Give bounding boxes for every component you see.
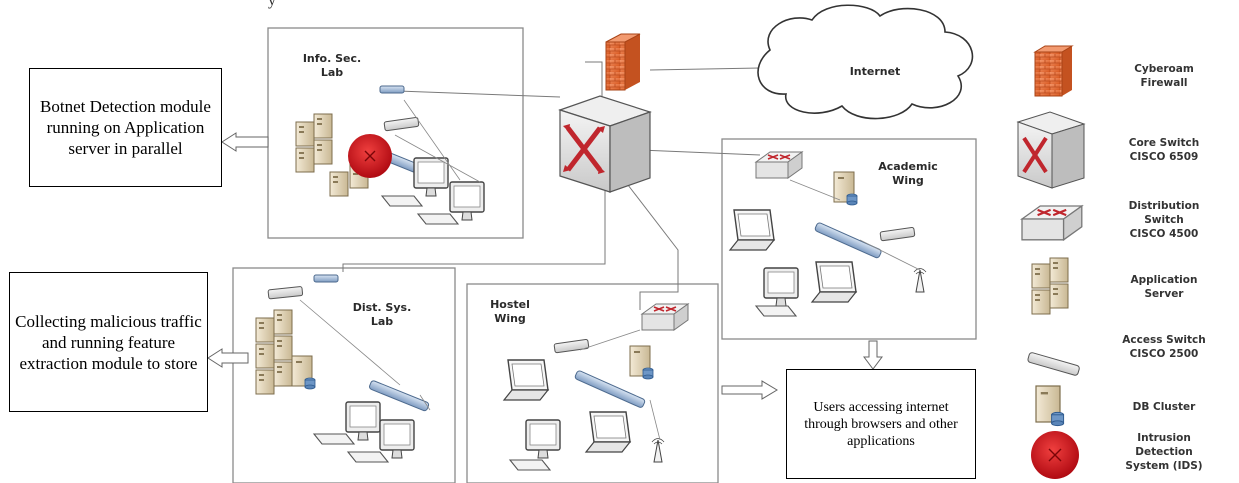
- firewall-icon: [605, 33, 641, 91]
- legend-access-switch-icon: [1027, 352, 1080, 376]
- internet-cloud: [757, 4, 974, 120]
- legend-db-cluster-icon: [1035, 385, 1065, 427]
- legend-label-access-switch: Access Switch CISCO 2500: [1122, 334, 1206, 360]
- info-sec-lab-label: Info. Sec. Lab: [302, 52, 362, 79]
- academic-wing-label: Academic Wing: [878, 160, 938, 187]
- hostel-wing-label: Hostel Wing: [490, 298, 530, 325]
- legend-label-application-server: Application Server: [1130, 274, 1198, 300]
- dist-sys-lab-label: Dist. Sys. Lab: [352, 301, 412, 328]
- users-accessing-callout: Users accessing internet through browser…: [786, 369, 976, 479]
- arrow-academic-to-users: [863, 340, 883, 370]
- collecting-traffic-callout: Collecting malicious traffic and running…: [9, 272, 208, 412]
- connection-lines: [342, 61, 761, 310]
- core-switch-icon: [558, 95, 652, 193]
- academic-wing-zone: [721, 138, 977, 340]
- hostel-wing-zone: [466, 283, 719, 483]
- academic-wing-equipment: [729, 151, 927, 317]
- legend-label-core-switch: Core Switch CISCO 6509: [1128, 137, 1200, 163]
- arrow-to-botnet-callout: [221, 132, 269, 152]
- dist-sys-lab-equipment: [255, 274, 431, 463]
- cropped-top-text: y: [268, 0, 276, 9]
- legend-application-server-icon: [1031, 257, 1069, 315]
- info-sec-lab-zone: [267, 27, 524, 239]
- legend-firewall-icon: [1033, 45, 1074, 97]
- arrow-to-collecting-callout: [207, 348, 249, 368]
- internet-label: Internet: [849, 65, 901, 78]
- legend-label-ids: Intrusion Detection System (IDS): [1125, 432, 1203, 472]
- legend-distribution-switch-icon: [1020, 204, 1083, 241]
- legend-core-switch-icon: [1016, 111, 1086, 189]
- arrow-hostel-to-users: [721, 380, 778, 400]
- legend-label-distribution-switch: Distribution Switch CISCO 4500: [1128, 200, 1200, 240]
- dist-sys-lab-zone: [232, 267, 456, 483]
- legend-label-firewall: Cyberoam Firewall: [1134, 63, 1194, 89]
- hostel-wing-equipment: [503, 303, 689, 471]
- botnet-detection-callout: Botnet Detection module running on Appli…: [29, 68, 222, 187]
- legend-label-db-cluster: DB Cluster: [1132, 401, 1196, 413]
